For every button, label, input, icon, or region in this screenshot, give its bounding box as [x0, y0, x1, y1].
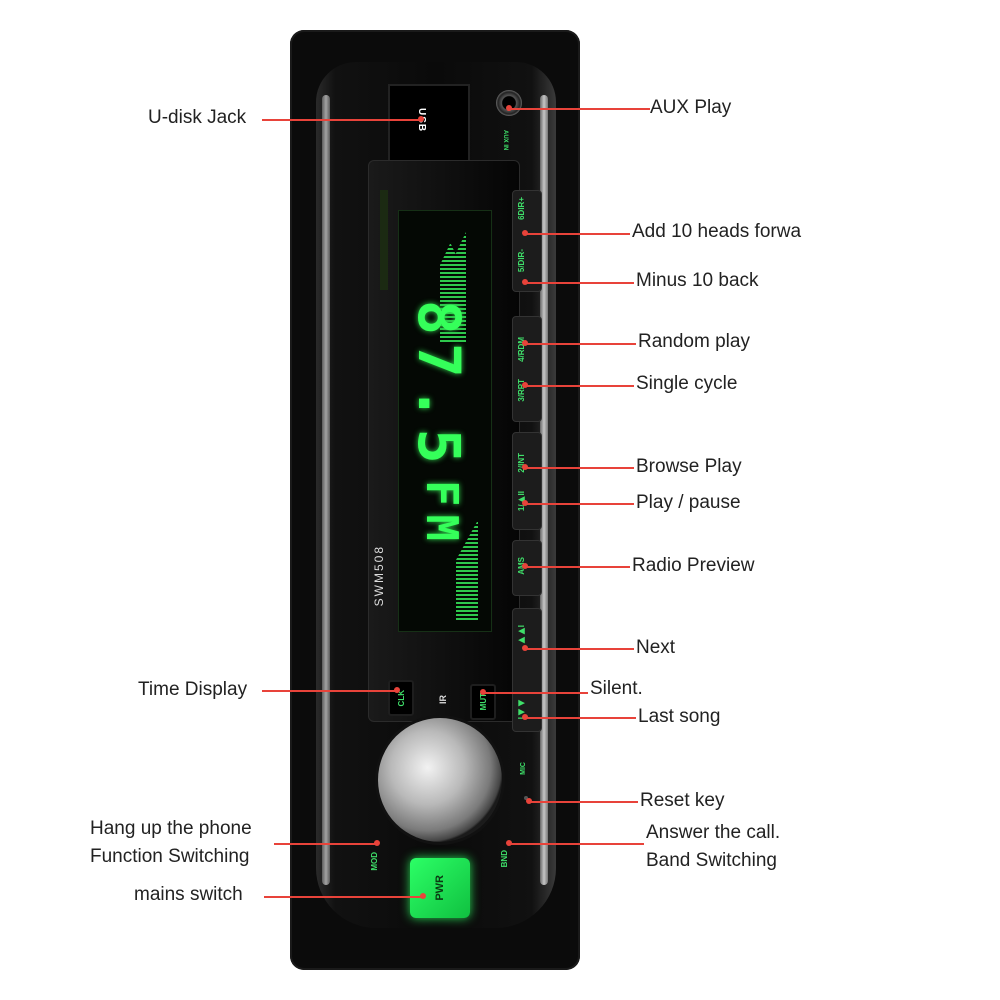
- callout-line: [510, 843, 644, 845]
- callout-mains-switch: mains switch: [134, 884, 243, 905]
- callout-dot: [480, 689, 486, 695]
- side-button-strip: 6DIR+ 5/DIR- 4/RDM 3/RPT 2/INT 1/▶II AMS…: [512, 190, 542, 750]
- power-button[interactable]: PWR: [410, 858, 470, 918]
- callout-dot: [522, 714, 528, 720]
- pwr-label: PWR: [434, 875, 446, 901]
- frequency-readout: 87.5: [405, 300, 473, 472]
- dir-button[interactable]: 6DIR+ 5/DIR-: [512, 190, 542, 292]
- callout-answer-call: Answer the call.: [646, 822, 781, 843]
- callout-dot: [522, 464, 528, 470]
- silver-trim-right: [540, 95, 548, 885]
- panel-accent: [380, 190, 388, 290]
- callout-dot: [522, 230, 528, 236]
- track-button[interactable]: ▶▶I I◀◀: [512, 608, 542, 732]
- callout-play-pause: Play / pause: [636, 492, 741, 513]
- callout-line: [526, 503, 634, 505]
- dir-plus-label: 6DIR+: [517, 197, 526, 220]
- callout-reset-key: Reset key: [640, 790, 725, 811]
- callout-dot: [522, 645, 528, 651]
- callout-line: [484, 692, 588, 694]
- callout-line: [526, 566, 630, 568]
- ir-label: IR: [438, 695, 448, 704]
- callout-line: [262, 119, 422, 121]
- mic-label: MIC: [520, 762, 527, 775]
- callout-dot: [418, 116, 424, 122]
- play-int-button[interactable]: 2/INT 1/▶II: [512, 432, 542, 530]
- callout-single-cycle: Single cycle: [636, 373, 738, 394]
- callout-line: [526, 717, 636, 719]
- callout-line: [530, 801, 638, 803]
- callout-dot: [522, 279, 528, 285]
- callout-dot: [374, 840, 380, 846]
- callout-add-10: Add 10 heads forwa: [632, 221, 802, 242]
- callout-line: [526, 282, 634, 284]
- callout-line: [526, 467, 634, 469]
- callout-time-display: Time Display: [138, 679, 248, 700]
- callout-aux-play: AUX Play: [650, 97, 732, 118]
- callout-dot: [506, 840, 512, 846]
- dir-minus-label: 5/DIR-: [517, 249, 526, 273]
- callout-dot: [522, 563, 528, 569]
- callout-random-play: Random play: [638, 331, 750, 352]
- callout-silent: Silent.: [590, 678, 643, 699]
- callout-dot: [420, 893, 426, 899]
- clk-button[interactable]: CLK: [388, 680, 414, 716]
- silver-trim-left: [322, 95, 330, 885]
- callout-dot: [522, 382, 528, 388]
- rpt-rdm-button[interactable]: 4/RDM 3/RPT: [512, 316, 542, 422]
- callout-line: [526, 648, 634, 650]
- callout-last-song: Last song: [638, 706, 721, 727]
- callout-dot: [394, 687, 400, 693]
- aux-jack[interactable]: [496, 90, 522, 116]
- callout-radio-preview: Radio Preview: [632, 555, 755, 576]
- callout-line: [264, 896, 424, 898]
- aux-label: AUX IN: [502, 130, 508, 151]
- callout-line: [262, 690, 398, 692]
- callout-u-disk-jack: U-disk Jack: [148, 107, 247, 128]
- usb-port[interactable]: [388, 84, 470, 164]
- callout-next: Next: [636, 637, 676, 658]
- callout-dot: [522, 340, 528, 346]
- volume-knob[interactable]: [378, 718, 502, 842]
- callout-line: [510, 108, 650, 110]
- callout-line: [526, 233, 630, 235]
- next-icon: ▶▶I: [517, 625, 526, 646]
- model-label: SWM508: [372, 545, 386, 607]
- callout-minus-10: Minus 10 back: [636, 270, 759, 291]
- callout-dot: [526, 798, 532, 804]
- band-readout: FM: [416, 480, 467, 549]
- callout-dot: [506, 105, 512, 111]
- mut-label: MUT: [478, 693, 488, 711]
- callout-line: [526, 385, 634, 387]
- callout-browse-play: Browse Play: [636, 456, 742, 477]
- callout-hang-up: Hang up the phone: [90, 818, 252, 839]
- bnd-button[interactable]: BND: [500, 850, 509, 868]
- callout-band-switching: Band Switching: [646, 850, 777, 871]
- callout-function-switching: Function Switching: [90, 846, 250, 867]
- callout-line: [526, 343, 636, 345]
- callout-line: [274, 843, 378, 845]
- mod-button[interactable]: MOD: [370, 852, 379, 871]
- callout-dot: [522, 500, 528, 506]
